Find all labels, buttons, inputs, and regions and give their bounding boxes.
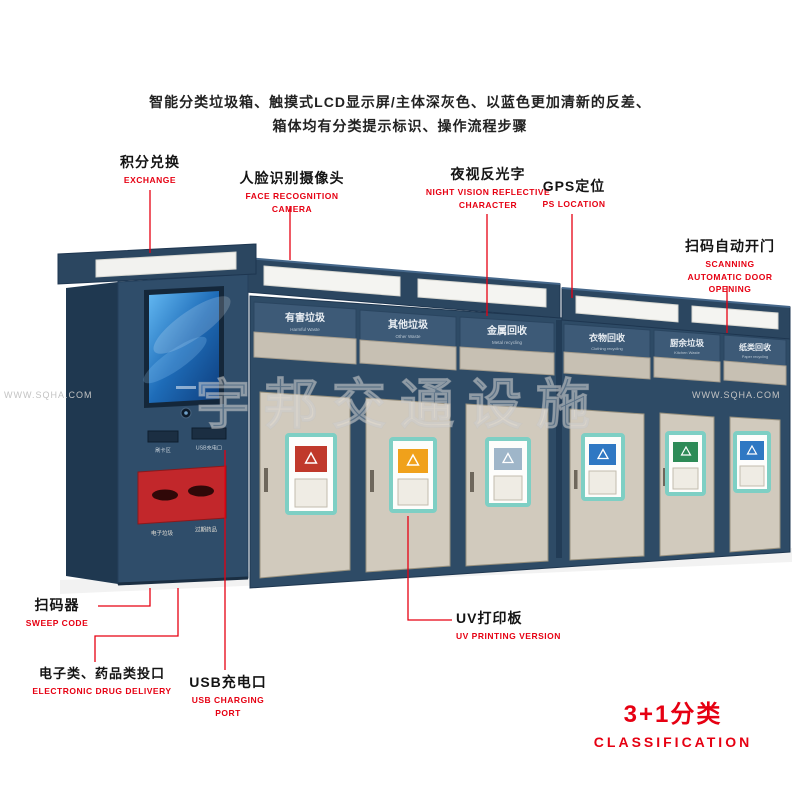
callout-scan-door: 扫码自动开门 SCANNING AUTOMATIC DOOR OPENING — [678, 238, 782, 296]
callout-night-vision-zh: 夜视反光字 — [450, 166, 526, 182]
bin-label-en: Paper recycling — [742, 355, 768, 359]
bin-label: 纸类回收 — [739, 342, 771, 352]
callout-usb-en: USB CHARGING PORT — [191, 694, 265, 718]
sticker-clothing — [581, 433, 625, 501]
callout-usb-zh: USB充电口 — [189, 674, 267, 690]
delivery-panel — [137, 465, 227, 525]
door-handle — [663, 468, 666, 486]
bin-label: 厨余垃圾 — [670, 338, 705, 348]
bin-label: 金属回收 — [486, 324, 527, 337]
callout-exchange-en: EXCHANGE — [123, 174, 177, 185]
light-strip — [263, 265, 401, 297]
classification-en: CLASSIFICATION — [593, 734, 753, 750]
callout-uv: UV打印板 UV PRINTING VERSION — [456, 610, 566, 643]
leader-uv — [407, 516, 452, 621]
kiosk-side — [66, 282, 118, 584]
callout-gps-zh: GPS定位 — [542, 178, 606, 194]
bin-label: 衣物回收 — [589, 332, 625, 343]
sticker-paper — [733, 431, 771, 493]
callout-gps-en: PS LOCATION — [542, 198, 606, 209]
card-reader-port — [147, 430, 179, 443]
callout-exchange: 积分兑换 EXCHANGE — [108, 154, 192, 187]
callout-electronic-delivery-en: ELECTRONIC DRUG DELIVERY — [32, 685, 172, 696]
leader-lines — [94, 190, 728, 670]
bin-headers: 有害垃圾 Harmful Waste 其他垃圾 Other Waste 金属回收… — [253, 301, 787, 367]
classification-block: 3+1分类 CLASSIFICATION — [578, 694, 768, 750]
callout-scan-door-en: SCANNING AUTOMATIC DOOR OPENING — [687, 258, 773, 295]
slot-label: 电子垃圾 — [151, 529, 174, 537]
classification-stickers — [285, 431, 771, 515]
light-strip — [575, 295, 679, 323]
door-handle — [264, 468, 268, 492]
watermark-left: WWW.SQHA.COM — [4, 390, 93, 400]
bin-cabinet: 有害垃圾 Harmful Waste 其他垃圾 Other Waste 金属回收… — [249, 295, 791, 589]
sticker-metal — [485, 437, 531, 507]
callout-sweep-code-en: SWEEP CODE — [25, 617, 89, 628]
callout-night-vision-en: NIGHT VISION REFLECTIVE CHARACTER — [425, 186, 551, 210]
kiosk-screen — [149, 291, 219, 403]
door-handle — [574, 470, 578, 489]
door-handle — [370, 470, 374, 492]
leader-electronic — [94, 588, 179, 662]
callout-face-camera-zh: 人脸识别摄像头 — [239, 170, 345, 186]
delivery-slot-medicine — [188, 485, 214, 497]
callout-exchange-zh: 积分兑换 — [120, 154, 180, 170]
kiosk-light-strip — [95, 251, 237, 278]
callout-face-camera: 人脸识别摄像头 FACE RECOGNITION CAMERA — [228, 170, 356, 215]
port-label: USB充电口 — [196, 444, 222, 452]
light-strip — [417, 278, 547, 308]
callout-electronic-delivery: 电子类、药品类投口 ELECTRONIC DRUG DELIVERY — [28, 666, 176, 697]
classification-zh: 3+1分类 — [623, 701, 723, 728]
usb-charging-port — [191, 427, 227, 440]
callout-sweep-code-zh: 扫码器 — [34, 597, 80, 613]
sticker-kitchen — [665, 431, 706, 496]
sticker-hazardous — [285, 433, 337, 515]
light-strip — [691, 305, 779, 330]
callout-face-camera-en: FACE RECOGNITION CAMERA — [245, 190, 339, 214]
callout-electronic-delivery-zh: 电子类、药品类投口 — [38, 666, 165, 681]
door-handle — [470, 472, 474, 492]
callout-night-vision: 夜视反光字 NIGHT VISION REFLECTIVE CHARACTER — [424, 166, 552, 211]
callout-scan-door-zh: 扫码自动开门 — [685, 238, 775, 254]
bin-label: 有害垃圾 — [285, 311, 326, 324]
delivery-slot-electronic — [152, 489, 178, 501]
callout-gps: GPS定位 PS LOCATION — [536, 178, 612, 211]
kiosk: 刷卡区 USB充电口 电子垃圾 过期药品 — [57, 243, 257, 586]
bin-label: 其他垃圾 — [388, 318, 429, 331]
leader-sweep-code — [98, 588, 151, 607]
callout-uv-en: UV PRINTING VERSION — [456, 630, 561, 641]
port-label: 刷卡区 — [155, 446, 171, 454]
callout-uv-zh: UV打印板 — [456, 610, 523, 626]
description-line-1: 智能分类垃圾箱、触摸式LCD显示屏/主体深灰色、以蓝色更加清新的反差、 — [149, 94, 651, 110]
callout-usb: USB充电口 USB CHARGING PORT — [178, 674, 278, 719]
bin-hoppers — [253, 331, 787, 386]
description-line-2: 箱体均有分类提示标识、操作流程步骤 — [272, 118, 528, 134]
watermark-right: WWW.SQHA.COM — [692, 390, 781, 400]
callout-sweep-code: 扫码器 SWEEP CODE — [18, 597, 96, 630]
sticker-other — [389, 437, 437, 513]
bin-label-en: Metal recycling — [492, 340, 523, 345]
bin-label-en: Clothing recycling — [591, 346, 623, 351]
bin-label-en: Other Waste — [395, 334, 421, 339]
slot-label: 过期药品 — [195, 526, 218, 534]
bin-label-en: Harmful Waste — [290, 327, 320, 332]
bin-label-en: Kitchen Waste — [674, 350, 700, 355]
